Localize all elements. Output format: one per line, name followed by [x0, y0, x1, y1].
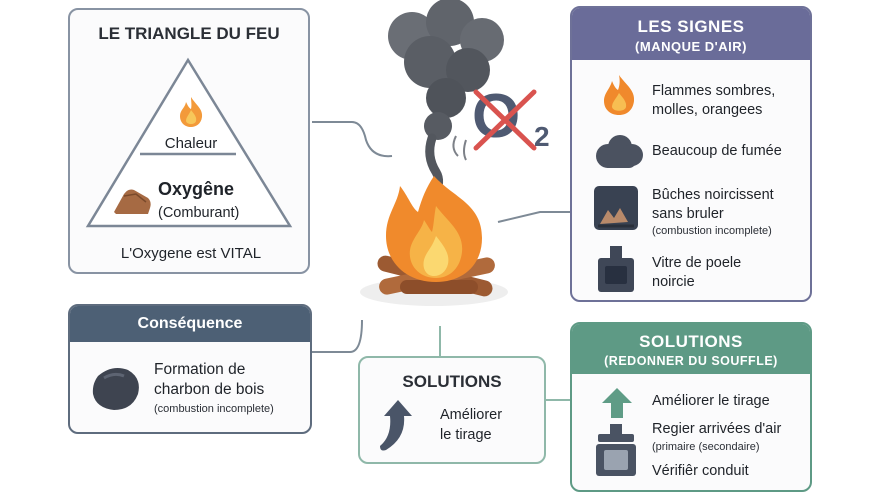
stove-vent-icon [596, 424, 636, 476]
signs-header: LES SIGNES (MANQUE D'AIR) [572, 8, 810, 60]
heat-label: Chaleur [164, 135, 218, 152]
dark-flame-icon [604, 75, 635, 115]
campfire-illustration [360, 0, 508, 306]
consequence-card: Conséquence Formation de charbon de bois… [68, 304, 312, 434]
connector-lines [312, 121, 572, 401]
consequence-line1: Formation de [154, 361, 246, 378]
triangle-shape [85, 57, 293, 228]
cross-out-mark [473, 89, 537, 151]
curved-arrow-icon [380, 400, 412, 451]
fire-triangle-title: LE TRIANGLE DU FEU [98, 24, 280, 43]
charcoal-icon [92, 368, 139, 410]
solutions-right-header: SOLUTIONS (REDONNER DU SOUFFLE) [572, 324, 810, 374]
sign-1-line1: Flammes sombres, [652, 83, 776, 99]
sign-3-line2: sans bruler [652, 206, 724, 222]
solution-item-2-note: (primaire (secondaire) [652, 441, 760, 453]
stove-icon [598, 246, 634, 292]
solutions-mid-line1: Améliorer [440, 407, 503, 423]
smoke-cloud-icon [388, 0, 504, 201]
signs-subtitle: (MANQUE D'AIR) [635, 39, 747, 54]
oxidizer-label: (Comburant) [158, 205, 240, 221]
solution-item-3: Vérifiêr conduit [652, 463, 749, 479]
oxygen-vital-label: L'Oxygene est VITAL [120, 245, 262, 262]
signs-card: LES SIGNES (MANQUE D'AIR) Flammes sombre… [570, 6, 812, 302]
solutions-mid-title: SOLUTIONS [402, 372, 502, 391]
consequence-line2: charbon de bois [154, 381, 265, 398]
oxygen-label: Oxygêne [158, 179, 235, 199]
sign-3-line1: Bûches noircissent [652, 187, 774, 203]
solutions-right-title: SOLUTIONS [639, 332, 743, 351]
solution-item-1: Améliorer le tirage [652, 393, 770, 409]
flame-icon [180, 97, 203, 127]
fire-triangle-card: LE TRIANGLE DU FEU Chaleur Oxygêne (Comb… [68, 8, 310, 274]
solutions-right-card: SOLUTIONS (REDONNER DU SOUFFLE) Améliore… [570, 322, 812, 492]
solution-item-2: Regier arrivées d'air [652, 421, 782, 437]
o2-subscript: 2 [534, 121, 550, 152]
signs-title: LES SIGNES [637, 17, 745, 36]
solutions-right-subtitle: (REDONNER DU SOUFFLE) [604, 354, 778, 368]
consequence-title: Conséquence [137, 315, 243, 332]
sign-2-line1: Beaucoup de fumée [652, 143, 782, 159]
solutions-mid-line2: le tirage [440, 427, 492, 443]
solutions-mid-card: SOLUTIONS Améliorer le tirage [358, 356, 546, 464]
no-oxygen-icon: O 2 [470, 84, 560, 160]
consequence-note: (combustion incomplete) [154, 403, 274, 415]
campfire-flame-icon [386, 176, 482, 282]
smoke-icon [596, 135, 643, 168]
sign-4-line1: Vitre de poele [652, 255, 742, 271]
blackened-logs-icon [594, 186, 638, 230]
sign-4-line2: noircie [652, 274, 695, 290]
sign-1-line2: molles, orangees [652, 102, 763, 118]
sign-3-note: (combustion incomplete) [652, 225, 772, 237]
consequence-header: Conséquence [70, 306, 310, 342]
wood-log-icon [114, 189, 151, 214]
up-arrow-icon [602, 388, 632, 418]
